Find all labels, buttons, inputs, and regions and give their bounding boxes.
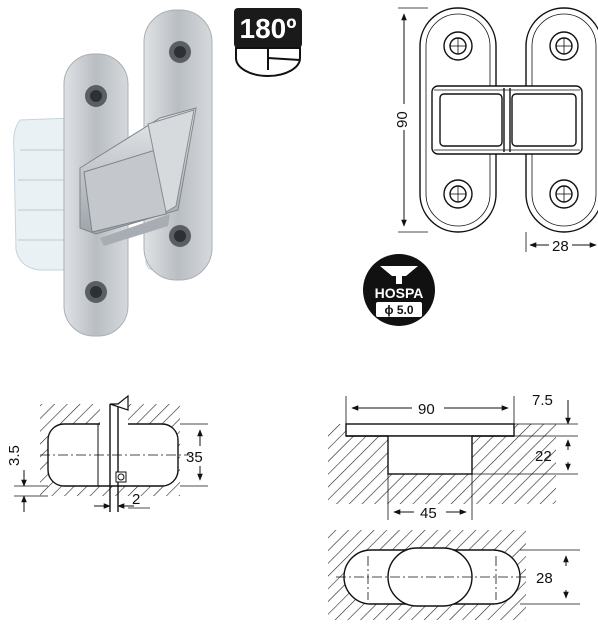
side-section-bottom-label: 2 (132, 491, 140, 508)
hinge-product-illustration (13, 9, 213, 337)
mortise-section-pocket-label: 45 (420, 505, 437, 522)
front-view-height-label: 90 (394, 111, 411, 128)
side-section-drawing (14, 394, 208, 512)
mortise-plan-drawing (328, 530, 580, 620)
hospa-badge: HOSPA ϕ 5.0 (363, 254, 435, 326)
side-section-left-label: 3.5 (6, 445, 23, 466)
side-section-right-label: 35 (186, 449, 203, 466)
front-view-width-label: 28 (552, 238, 569, 255)
mortise-plan-width-label: 28 (536, 570, 553, 587)
hospa-brand-text: HOSPA (375, 285, 424, 301)
front-view-screw-holes (443, 31, 579, 209)
mortise-section-depth-label: 22 (535, 448, 552, 465)
mortise-section-drawing (328, 396, 578, 520)
front-view-drawing (398, 7, 598, 252)
hospa-diameter-text: ϕ 5.0 (384, 303, 413, 317)
plastic-housing-left (13, 117, 73, 271)
mortise-section-width-label: 90 (418, 401, 435, 418)
mortise-section-plate-thickness-label: 7.5 (532, 392, 553, 409)
front-view-mechanism (431, 85, 583, 155)
opening-angle-badge: 180º (234, 8, 302, 77)
badge-angle-text: 180º (240, 13, 297, 44)
